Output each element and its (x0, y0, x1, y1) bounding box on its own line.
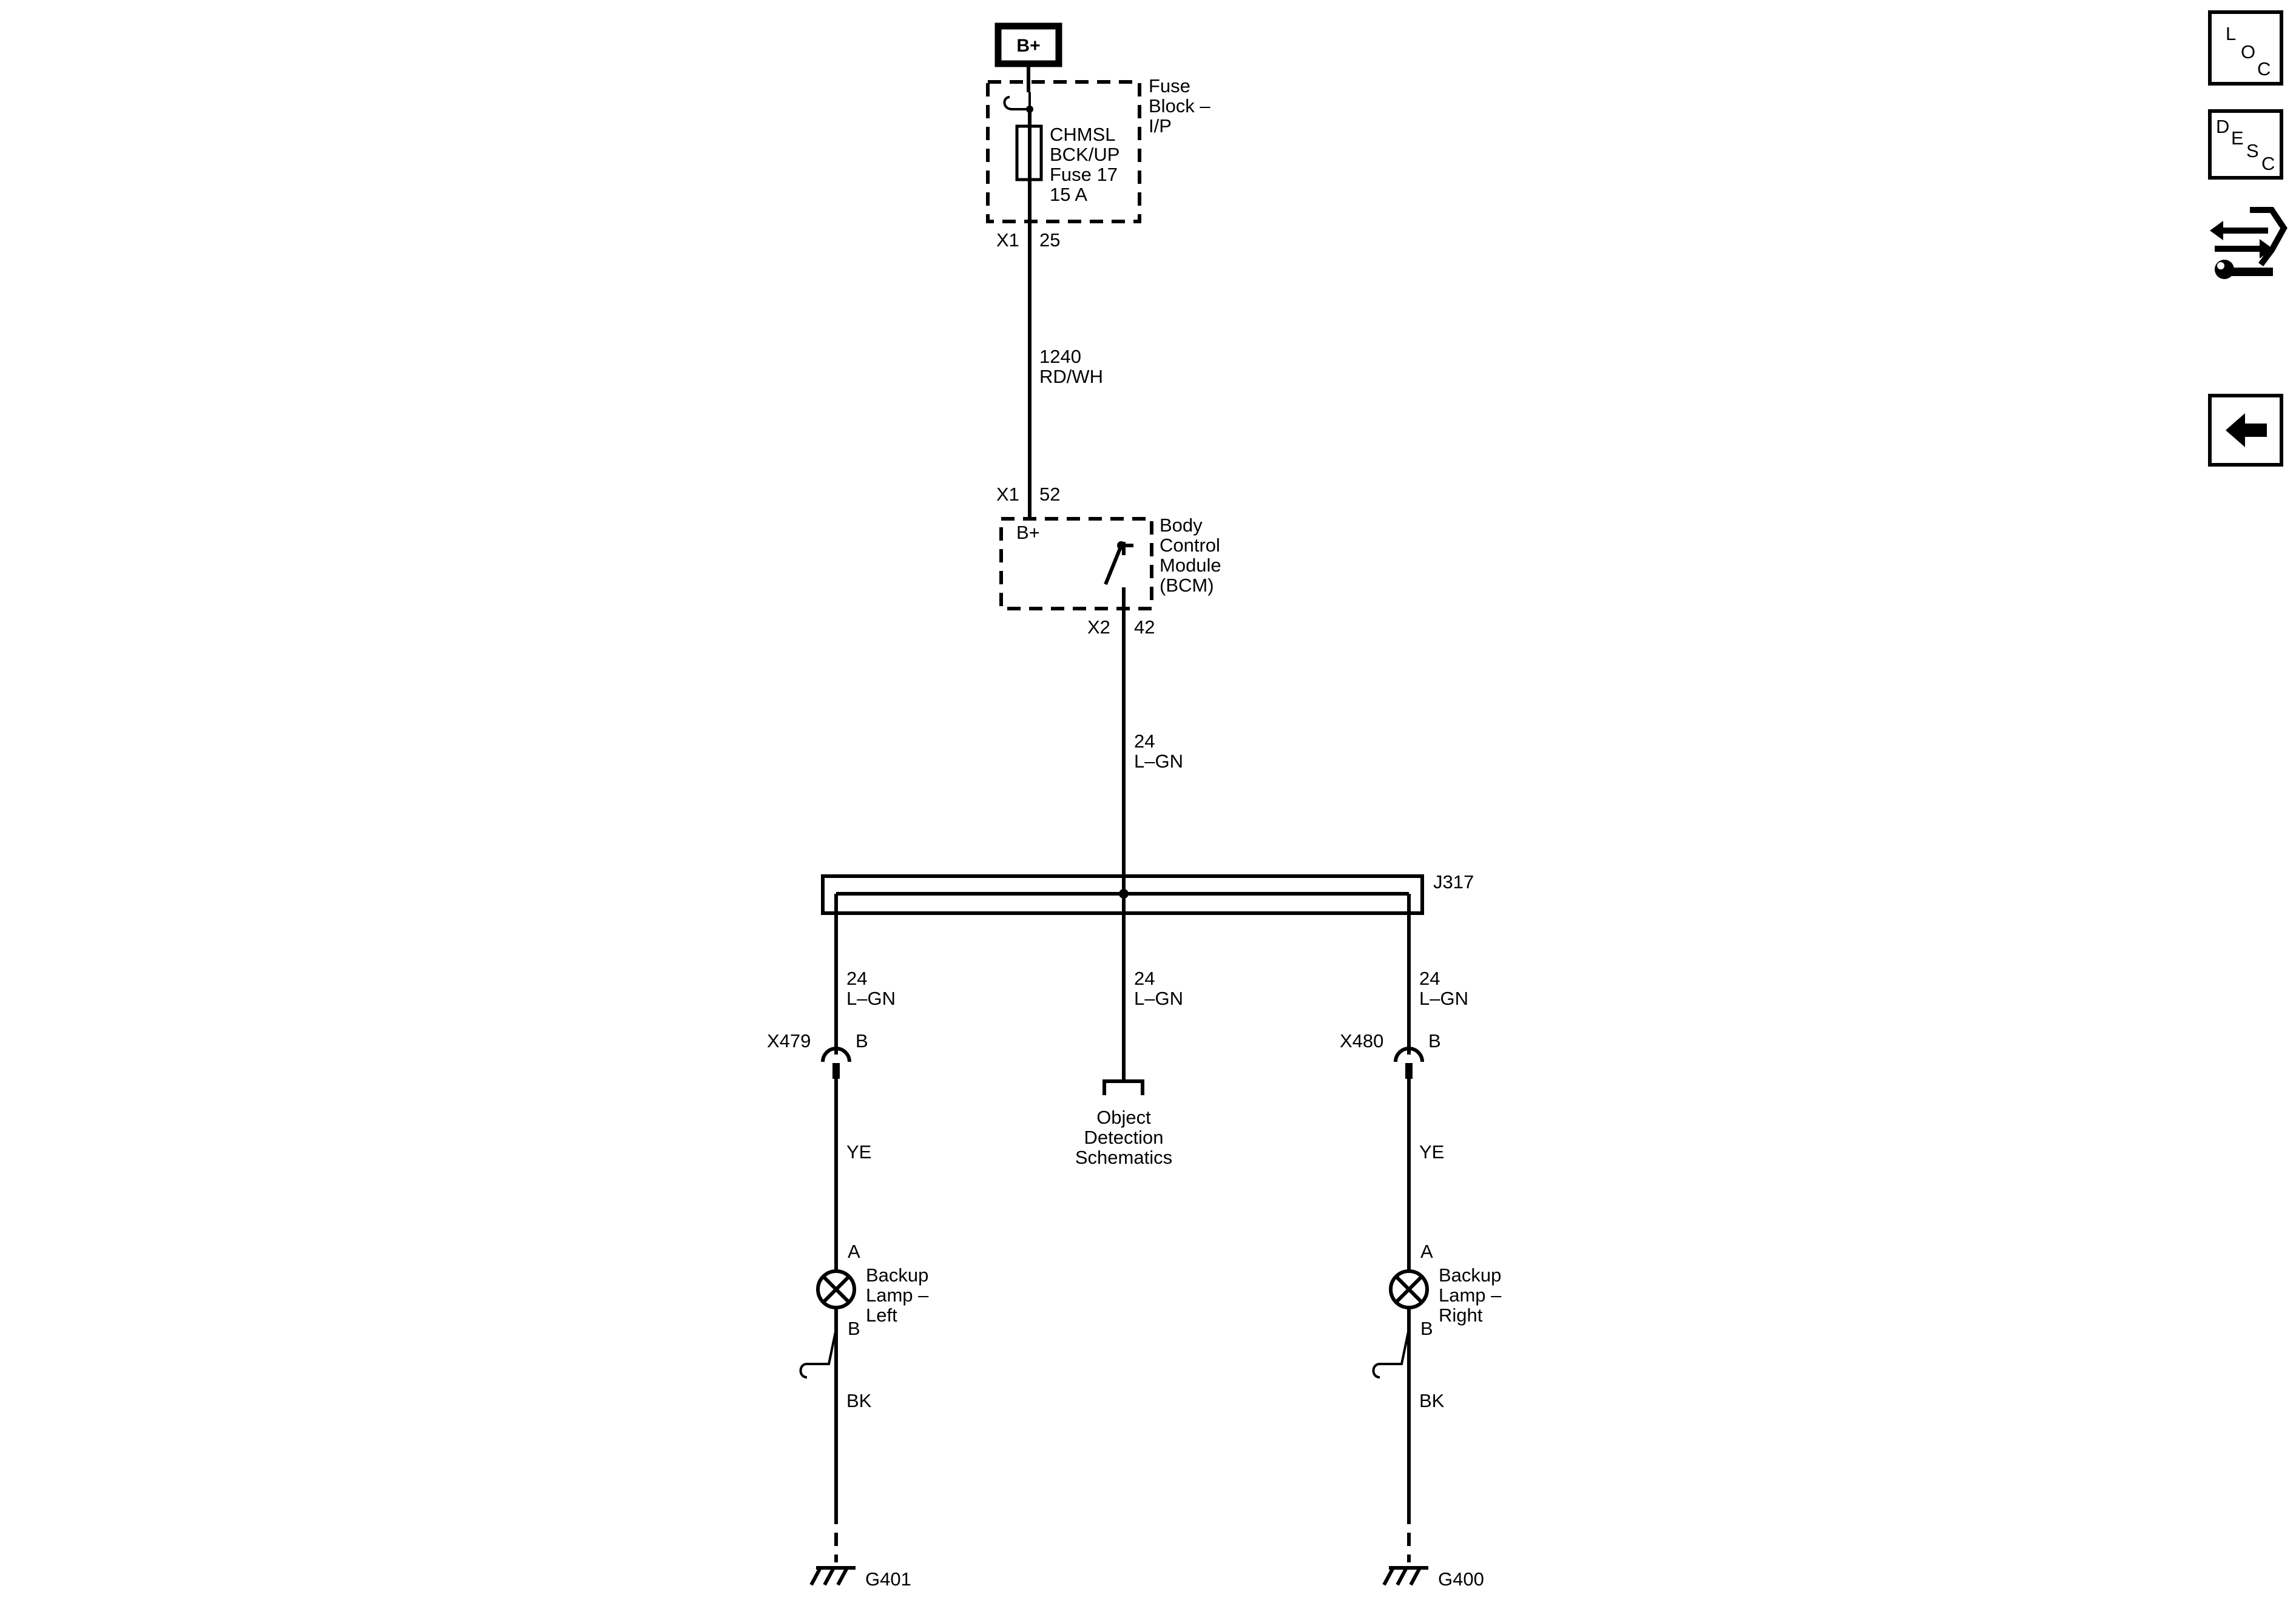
connector-x479 (821, 1047, 851, 1079)
fuse-block-ip: CHMSL BCK/UP Fuse 17 15 A (986, 80, 1141, 223)
fuse-label-2: BCK/UP (1050, 144, 1119, 165)
location-button[interactable]: L O C (2208, 10, 2283, 86)
left-ground-label: G401 (865, 1568, 911, 1590)
right-lamp-name-2: Lamp – (1439, 1284, 1502, 1306)
connector-repair-button[interactable] (2210, 207, 2288, 279)
ground-g400-icon (1382, 1566, 1428, 1586)
right-bk-label: BK (1419, 1390, 1445, 1411)
right-connector-pin: B (1428, 1030, 1441, 1052)
left-lamp-pin-b: B (848, 1318, 860, 1339)
wire-24-top-color: L–GN (1134, 751, 1183, 772)
right-lamp-pigtail (1372, 1328, 1410, 1379)
diagram-label: S (2246, 140, 2259, 161)
right-lamp-pin-b: B (1420, 1318, 1433, 1339)
bcm-in-pin: 52 (1039, 484, 1060, 505)
right-wire-circuit: 24 (1419, 968, 1440, 989)
bcm-out-connector: X2 (1087, 616, 1110, 638)
left-wire-color: L–GN (846, 988, 896, 1009)
fuse-block-name-1: Fuse (1149, 75, 1190, 96)
schematic-reference-icon (1102, 1079, 1144, 1095)
wire-1240-circuit: 1240 (1039, 346, 1081, 367)
fuse-connector-x1: X1 (996, 229, 1019, 251)
power-label: B+ (1016, 36, 1040, 56)
connector-repair-icon (2210, 207, 2288, 279)
left-connector-label: X479 (767, 1030, 811, 1052)
back-button[interactable] (2208, 394, 2283, 467)
body-control-module: B+ (999, 517, 1153, 610)
backup-lamp-left-icon (816, 1269, 856, 1309)
left-lamp-name-2: Lamp – (866, 1284, 929, 1306)
right-ground-label: G400 (1438, 1568, 1484, 1590)
center-ref-3: Schematics (1075, 1147, 1172, 1168)
left-lamp-pin-a: A (848, 1241, 860, 1262)
left-lamp-name-3: Left (866, 1305, 897, 1326)
fuse-block-name-2: Block – (1149, 95, 1210, 116)
fuse-label-1: CHMSL (1050, 124, 1116, 145)
right-wire-color: L–GN (1419, 988, 1468, 1009)
fuse-block-name-3: I/P (1149, 115, 1172, 137)
diagram-label: C (2257, 58, 2271, 79)
description-button[interactable]: D E S C (2208, 109, 2283, 180)
left-wire-circuit: 24 (846, 968, 867, 989)
center-wire-circuit: 24 (1134, 968, 1155, 989)
center-ref-2: Detection (1084, 1127, 1164, 1148)
left-bk-label: BK (846, 1390, 872, 1411)
left-lamp-pigtail (799, 1328, 837, 1379)
right-ye-label: YE (1419, 1141, 1444, 1163)
fuse-label-4: 15 A (1050, 184, 1087, 205)
left-lamp-name-1: Backup (866, 1264, 928, 1286)
center-wire-color: L–GN (1134, 988, 1183, 1009)
bcm-name-3: Module (1160, 555, 1221, 576)
wire-1240-color: RD/WH (1039, 366, 1103, 387)
wire-24-top-circuit: 24 (1134, 731, 1155, 752)
right-lamp-pin-a: A (1420, 1241, 1433, 1262)
diagram-label: O (2241, 41, 2255, 62)
connector-x480 (1394, 1047, 1424, 1079)
diagram-label: C (2261, 153, 2275, 174)
bcm-in-connector: X1 (996, 484, 1019, 505)
fuse-label-3: Fuse 17 (1050, 164, 1118, 185)
splice-label: J317 (1433, 871, 1474, 893)
left-connector-pin: B (856, 1030, 868, 1052)
location-icon: L (2226, 23, 2236, 44)
diagram-label: E (2231, 127, 2244, 149)
bcm-name-1: Body (1160, 515, 1203, 536)
center-ref-1: Object (1096, 1107, 1151, 1128)
backup-lamp-right-icon (1389, 1269, 1429, 1309)
bcm-bplus-label: B+ (1016, 522, 1040, 543)
ground-g401-icon (809, 1566, 856, 1586)
right-connector-label: X480 (1340, 1030, 1383, 1052)
right-lamp-name-1: Backup (1439, 1264, 1501, 1286)
fuse-connector-pin: 25 (1039, 229, 1060, 251)
battery-positive-source: B+ (994, 22, 1062, 67)
bcm-name-2: Control (1160, 535, 1220, 556)
bcm-name-4: (BCM) (1160, 575, 1214, 596)
bcm-out-pin: 42 (1134, 616, 1155, 638)
description-icon: D (2216, 116, 2229, 137)
left-ye-label: YE (846, 1141, 871, 1163)
right-lamp-name-3: Right (1439, 1305, 1483, 1326)
back-arrow-icon (2226, 413, 2267, 447)
